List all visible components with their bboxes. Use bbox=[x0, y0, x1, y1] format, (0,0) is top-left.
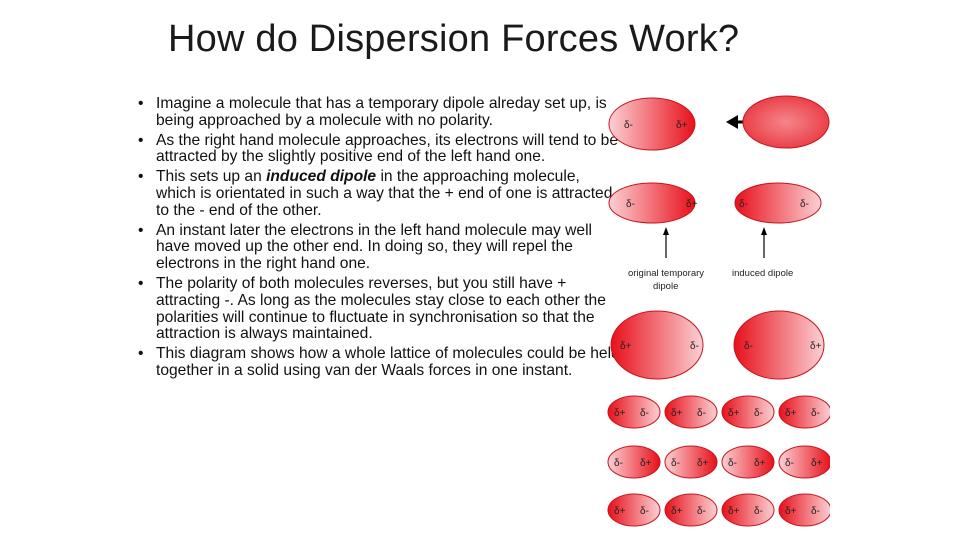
lattice-delta-label: δ- bbox=[728, 458, 737, 469]
bullet-dot-icon: • bbox=[138, 345, 144, 363]
original-dipole-molecule bbox=[608, 182, 696, 224]
lattice-delta-label: δ- bbox=[697, 506, 706, 517]
reversed-right-molecule bbox=[733, 310, 825, 380]
lattice-molecule bbox=[721, 395, 775, 429]
bullet-dot-icon: • bbox=[138, 131, 144, 149]
bullet-dot-icon: • bbox=[138, 95, 144, 112]
bullet-text: As the right hand molecule approaches, i… bbox=[156, 131, 619, 166]
lattice-delta-label: δ+ bbox=[697, 458, 709, 469]
lattice-delta-label: δ- bbox=[811, 506, 820, 517]
lattice-delta-label: δ+ bbox=[785, 408, 797, 419]
bullet-text: This diagram shows how a whole lattice o… bbox=[156, 345, 620, 379]
pointer-arrowhead-icon bbox=[663, 227, 669, 235]
lattice-molecule bbox=[721, 445, 775, 479]
lattice-delta-label: δ- bbox=[785, 458, 794, 469]
lattice-delta-label: δ+ bbox=[811, 458, 823, 469]
delta-minus-label: δ- bbox=[690, 341, 699, 352]
lattice-molecule bbox=[664, 493, 718, 527]
lattice-delta-label: δ+ bbox=[728, 506, 740, 517]
lattice-molecule bbox=[721, 493, 775, 527]
lattice-molecule bbox=[607, 445, 661, 479]
lattice-molecule bbox=[778, 445, 830, 479]
bullet-item: • This sets up an induced dipole in the a… bbox=[138, 168, 622, 219]
induced-dipole-emphasis: induced dipole bbox=[266, 168, 377, 186]
bullet-item: • This diagram shows how a whole lattice … bbox=[138, 345, 622, 380]
bullet-text-post: in the approaching molecule, which is or… bbox=[156, 168, 613, 219]
lattice-delta-label: δ- bbox=[754, 408, 763, 419]
bullet-item: • Imagine a molecule that has a temporary… bbox=[138, 95, 622, 130]
lattice-delta-label: δ- bbox=[640, 506, 649, 517]
lattice-delta-label: δ+ bbox=[754, 458, 766, 469]
lattice-molecule bbox=[778, 493, 830, 527]
slide-title: How do Dispersion Forces Work? bbox=[168, 18, 740, 60]
reversed-left-molecule bbox=[610, 310, 704, 380]
lattice-delta-label: δ+ bbox=[640, 458, 652, 469]
delta-minus-label: δ- bbox=[626, 199, 635, 210]
original-dipole-label: original temporary bbox=[628, 268, 704, 279]
lattice-delta-label: δ+ bbox=[728, 408, 740, 419]
lattice-delta-label: δ- bbox=[811, 408, 820, 419]
lattice-molecule bbox=[607, 395, 661, 429]
non-polar-molecule bbox=[742, 95, 830, 149]
bullet-list: • Imagine a molecule that has a temporary… bbox=[138, 95, 622, 383]
dispersion-diagram: δ- δ+ δ- δ+ δ- δ- original temporary dip… bbox=[606, 90, 830, 530]
bullet-text: Imagine a molecule that has a temporary … bbox=[156, 95, 607, 129]
lattice-molecule bbox=[607, 493, 661, 527]
lattice-delta-label: δ+ bbox=[614, 408, 626, 419]
lattice-delta-label: δ+ bbox=[785, 506, 797, 517]
bullet-item: • As the right hand molecule approaches, … bbox=[138, 131, 622, 167]
lattice-delta-label: δ- bbox=[697, 408, 706, 419]
lattice-delta-label: δ- bbox=[640, 408, 649, 419]
induced-dipole-label: induced dipole bbox=[732, 268, 793, 279]
lattice-delta-label: δ- bbox=[754, 506, 763, 517]
delta-minus-label: δ- bbox=[739, 199, 748, 210]
bullet-dot-icon: • bbox=[138, 221, 144, 239]
lattice-delta-label: δ+ bbox=[614, 506, 626, 517]
lattice-delta-label: δ+ bbox=[671, 506, 683, 517]
delta-plus-label: δ+ bbox=[810, 341, 822, 352]
molecule-lattice: δ+ δ-δ+ δ-δ+ δ-δ+ δ-δ-δ+ δ-δ+ δ-δ+ δ-δ+ δ+ δ-δ+ δ-… bbox=[607, 395, 830, 527]
bullet-text: The polarity of both molecules reverses,… bbox=[156, 274, 606, 343]
lattice-molecule bbox=[778, 395, 830, 429]
delta-minus-label: δ- bbox=[744, 341, 753, 352]
dispersion-diagram-svg: δ- δ+ δ- δ+ δ- δ- original temporary dip… bbox=[607, 95, 830, 527]
original-dipole-label-2: dipole bbox=[653, 281, 678, 292]
delta-minus-label: δ- bbox=[800, 199, 809, 210]
induced-dipole-molecule bbox=[734, 182, 822, 224]
lattice-molecule bbox=[664, 395, 718, 429]
bullet-item: • An instant later the electrons in the l… bbox=[138, 221, 622, 273]
bullet-dot-icon: • bbox=[138, 274, 144, 292]
bullet-dot-icon: • bbox=[138, 168, 144, 186]
row-1: δ- δ+ bbox=[608, 95, 830, 151]
lattice-delta-label: δ+ bbox=[671, 408, 683, 419]
temporary-dipole-molecule bbox=[608, 97, 696, 151]
row-2: δ- δ+ δ- δ- original temporary dipole in… bbox=[608, 182, 822, 292]
delta-minus-label: δ- bbox=[624, 120, 633, 131]
bullet-text-pre: This sets up an bbox=[156, 168, 267, 186]
lattice-delta-label: δ- bbox=[671, 458, 680, 469]
bullet-item: • The polarity of both molecules reverses… bbox=[138, 274, 622, 343]
approach-arrowhead-icon bbox=[726, 115, 738, 129]
delta-plus-label: δ+ bbox=[620, 341, 632, 352]
delta-plus-label: δ+ bbox=[676, 120, 688, 131]
delta-plus-label: δ+ bbox=[686, 199, 698, 210]
pointer-arrowhead-icon bbox=[761, 227, 767, 235]
lattice-molecule bbox=[664, 445, 718, 479]
bullet-text: An instant later the electrons in the le… bbox=[156, 221, 592, 273]
row-3: δ+ δ- δ- δ+ bbox=[610, 310, 825, 380]
lattice-delta-label: δ- bbox=[614, 458, 623, 469]
